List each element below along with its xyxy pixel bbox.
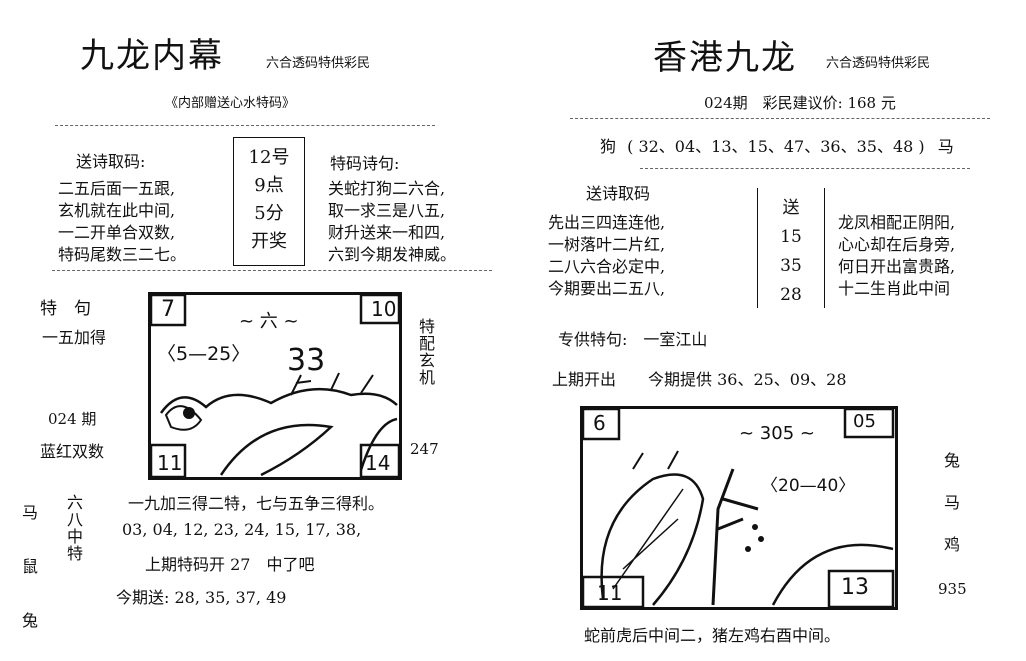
left-color-label: 蓝红双数 <box>40 442 105 461</box>
left-bottom-line-3: 上期特码开 27 中了吧 <box>145 555 315 574</box>
draw-label: 开奖 <box>251 231 287 252</box>
special-poem-line: 财升送来一和四, <box>328 223 446 242</box>
zodiac-rabbit: 兔 <box>22 611 39 630</box>
special-poem-line: 关蛇打狗二六合, <box>328 179 446 198</box>
right-send-box: 送 15 35 28 <box>757 188 825 308</box>
send-number-3: 28 <box>780 285 802 305</box>
right-side-number: 935 <box>938 580 967 598</box>
left-poem-line: 二五后面一五跟, <box>58 179 176 198</box>
left-bottom-line-1: 一九加三得二特，七与五争三得利。 <box>128 494 385 513</box>
right-poem-line: 今期要出二五八, <box>548 279 666 298</box>
right-poem-line: 先出三四连连他, <box>548 213 666 232</box>
sketch-range: 〈20—40〉 <box>761 476 856 496</box>
left-side-number: 247 <box>410 440 439 458</box>
right-poem-right: 龙凤相配正阴阳, 心心却在后身旁, 何日开出富贵路, 十二生肖此中间 <box>838 212 955 300</box>
right-sketch-drawing <box>583 409 895 607</box>
left-tagline: 六合透码特供彩民 <box>266 56 371 71</box>
horse-label: 马 <box>937 137 954 156</box>
right-last-open: 上期开出 今期提供 36、25、09、28 <box>552 370 847 389</box>
left-divider-2 <box>52 270 492 271</box>
left-poem-line: 玄机就在此中间, <box>58 201 176 220</box>
left-bottom-line-4: 今期送: 28, 35, 37, 49 <box>116 588 287 607</box>
right-sketch: 6 05 11 13 ~ 305 ~ 〈20—40〉 <box>580 406 898 610</box>
left-draw-time-box: 12号 9点 5分 开奖 <box>233 137 305 266</box>
left-sketch-drawing <box>151 295 399 477</box>
zodiac-rat: 鼠 <box>22 557 39 576</box>
left-zodiac: 马 鼠 兔 <box>22 486 38 648</box>
dog-label: 狗 <box>600 137 617 156</box>
left-poem: 二五后面一五跟, 玄机就在此中间, 一二开单合双数, 特码尾数三二七。 <box>58 178 186 266</box>
send-label: 送 <box>782 198 800 218</box>
right-tagline: 六合透码特供彩民 <box>826 56 931 71</box>
left-special-text: 一五加得 <box>42 328 107 347</box>
send-number-1: 15 <box>780 227 802 247</box>
sketch-bottom-left-number: 11 <box>157 451 183 475</box>
zodiac-rabbit: 兔 <box>944 451 961 470</box>
left-sketch: 7 10 11 14 ~ 六 ~ 〈5—25〉 33 <box>148 292 402 480</box>
sketch-top-right-number: 05 <box>853 411 876 432</box>
right-period-price: 024期 彩民建议价: 168 元 <box>704 94 896 112</box>
zodiac-rooster: 鸡 <box>944 535 961 554</box>
right-poem-line: 十二生肖此中间 <box>838 279 951 298</box>
right-poem-line: 心心却在后身旁, <box>838 235 956 254</box>
left-special-poem-heading: 特码诗句: <box>330 154 400 173</box>
right-poem-line: 一树落叶二片红, <box>548 235 666 254</box>
sketch-bottom-right-number: 14 <box>365 451 391 475</box>
right-dog-line: 狗 ( 32、04、13、15、47、36、35、48 ) 马 <box>600 133 954 157</box>
right-divider-2 <box>640 168 970 169</box>
right-title: 香港九龙 <box>653 38 797 78</box>
left-divider <box>55 125 435 126</box>
six-eight-label: 六八中特 <box>64 494 83 562</box>
sketch-range: 〈5—25〉 <box>157 343 251 365</box>
right-poem-line: 龙凤相配正阴阳, <box>838 213 956 232</box>
sketch-top-right-number: 10 <box>371 297 397 321</box>
sketch-top-left-number: 7 <box>161 297 175 322</box>
left-title: 九龙内幕 <box>80 36 224 76</box>
draw-hour: 9点 <box>254 175 284 196</box>
left-side-label: 特配玄机 <box>416 318 435 386</box>
left-poem-line: 一二开单合双数, <box>58 223 176 242</box>
right-bottom-line: 蛇前虎后中间二，猪左鸡右酉中间。 <box>584 626 841 645</box>
right-poem-line: 何日开出富贵路, <box>838 257 956 276</box>
right-zodiac: 兔 马 鸡 <box>944 440 960 566</box>
send-number-2: 35 <box>780 256 802 276</box>
zodiac-horse: 马 <box>22 503 39 522</box>
left-bottom-line-2: 03, 04, 12, 23, 24, 15, 17, 38, <box>122 520 362 539</box>
dog-line-numbers: ( 32、04、13、15、47、36、35、48 ) <box>627 137 925 156</box>
sketch-top-left-number: 6 <box>593 411 606 435</box>
sketch-scribble: ~ 305 ~ <box>739 423 815 444</box>
left-subtitle: 《内部赠送心水特码》 <box>165 96 296 111</box>
draw-number: 12号 <box>248 147 290 168</box>
right-divider <box>570 118 990 119</box>
right-poem-left: 先出三四连连他, 一树落叶二片红, 二八六合必定中, 今期要出二五八, <box>548 212 665 300</box>
sketch-number: 33 <box>287 343 326 378</box>
right-special-line: 专供特句: 一室江山 <box>558 330 708 349</box>
draw-minute: 5分 <box>254 203 284 224</box>
sketch-bottom-right-number: 13 <box>841 575 869 600</box>
left-special-label: 特 句 <box>40 299 91 319</box>
sketch-bottom-left-number: 11 <box>597 581 623 605</box>
left-special-poem: 关蛇打狗二六合, 取一求三是八五, 财升送来一和四, 六到今期发神威。 <box>328 178 456 266</box>
left-period: 024 期 <box>48 410 97 428</box>
left-poem-line: 特码尾数三二七。 <box>58 245 187 264</box>
special-poem-line: 取一求三是八五, <box>328 201 446 220</box>
special-poem-line: 六到今期发神威。 <box>328 245 457 264</box>
zodiac-horse: 马 <box>944 493 961 512</box>
right-poem-line: 二八六合必定中, <box>548 257 666 276</box>
left-poem-heading: 送诗取码: <box>76 152 146 171</box>
right-poem-heading: 送诗取码 <box>586 184 651 203</box>
sketch-scribble: ~ 六 ~ <box>239 311 299 332</box>
